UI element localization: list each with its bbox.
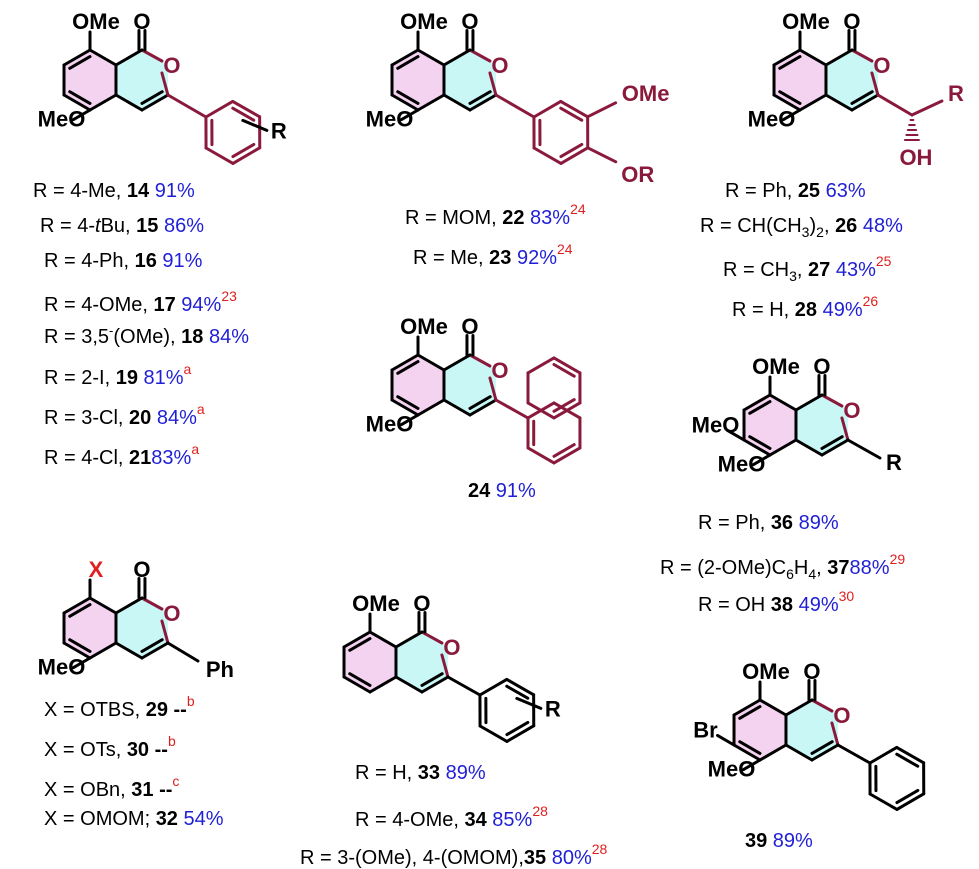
methoxy-group: MeO xyxy=(718,452,766,477)
methoxy-group: MeO xyxy=(38,107,86,132)
ring-oxygen: O xyxy=(491,358,508,383)
compound-label-22: R = MOM, 22 83%24 xyxy=(405,198,586,229)
ring-oxygen: O xyxy=(163,601,180,626)
carbonyl-oxygen: O xyxy=(133,557,150,582)
compound-label-39: 39 89% xyxy=(745,830,813,852)
methoxy-group: MeO xyxy=(366,107,414,132)
compound-label-37: R = (2-OMe)C6H4, 3788%29 xyxy=(660,548,905,585)
methoxy-group: OMe xyxy=(782,9,830,34)
x-group: X xyxy=(89,557,104,582)
methoxy-group: MeO xyxy=(708,757,756,782)
compound-label-27: R = CH3, 27 43%25 xyxy=(723,250,891,287)
compound-label-30: X = OTs, 30 --b xyxy=(44,730,176,761)
or-group: OR xyxy=(621,162,654,187)
methoxy-group: MeO xyxy=(748,107,796,132)
compound-label-26: R = CH(CH3)2, 26 48% xyxy=(700,215,903,243)
ring-oxygen: O xyxy=(833,703,850,728)
methoxy-group: OMe xyxy=(400,314,448,339)
compound-label-36: R = Ph, 36 89% xyxy=(698,512,839,534)
r-group: R xyxy=(271,118,287,143)
methoxy-group: OMe xyxy=(752,354,800,379)
compound-label-31: X = OBn, 31 --c xyxy=(44,770,179,801)
compound-label-16: R = 4-Ph, 16 91% xyxy=(44,250,202,272)
compound-label-34: R = 4-OMe, 34 85%28 xyxy=(355,800,548,831)
methoxy-group: OMe xyxy=(72,9,120,34)
carbonyl-oxygen: O xyxy=(461,314,478,339)
r-group: R xyxy=(545,696,561,721)
carbonyl-oxygen: O xyxy=(843,9,860,34)
carbonyl-oxygen: O xyxy=(133,9,150,34)
carbonyl-oxygen: O xyxy=(461,9,478,34)
methoxy-group: OMe xyxy=(622,81,670,106)
compound-label-28: R = H, 28 49%26 xyxy=(732,290,878,321)
compound-label-33: R = H, 33 89% xyxy=(355,762,486,784)
compound-label-35: R = 3-(OMe), 4-(OMOM),35 80%28 xyxy=(300,838,607,869)
methoxy-group: MeO xyxy=(692,413,740,438)
methoxy-group: OMe xyxy=(352,591,400,616)
ring-oxygen: O xyxy=(163,53,180,78)
compound-label-25: R = Ph, 25 63% xyxy=(725,180,866,202)
methoxy-group: OMe xyxy=(742,659,790,684)
phenyl-group: Ph xyxy=(206,657,234,682)
carbonyl-oxygen: O xyxy=(413,591,430,616)
methoxy-group: MeO xyxy=(366,412,414,437)
compound-label-14: R = 4-Me, 14 91% xyxy=(33,180,195,202)
compound-label-20: R = 3-Cl, 20 84%a xyxy=(44,398,205,429)
compound-label-29: X = OTBS, 29 --b xyxy=(44,690,195,721)
compound-label-15: R = 4-tBu, 15 86% xyxy=(40,215,204,237)
ring-oxygen: O xyxy=(443,635,460,660)
compound-label-19: R = 2-I, 19 81%a xyxy=(44,358,191,389)
carbonyl-oxygen: O xyxy=(803,659,820,684)
r-group: R xyxy=(948,81,964,106)
methoxy-group: OMe xyxy=(400,9,448,34)
carbonyl-oxygen: O xyxy=(813,354,830,379)
compound-label-38: R = OH 38 49%30 xyxy=(698,585,854,616)
compound-label-24: 24 91% xyxy=(468,480,536,502)
hydroxyl-group: OH xyxy=(899,145,932,170)
compound-label-21: R = 4-Cl, 2183%a xyxy=(44,438,199,469)
methoxy-group: MeO xyxy=(38,655,86,680)
compound-label-17: R = 4-OMe, 17 94%23 xyxy=(44,285,237,316)
ring-oxygen: O xyxy=(843,398,860,423)
compound-label-23: R = Me, 23 92%24 xyxy=(413,238,573,269)
r-group: R xyxy=(886,450,902,475)
ring-oxygen: O xyxy=(491,53,508,78)
compound-label-18: R = 3,5-(OMe), 18 84% xyxy=(44,320,249,348)
bromo-group: Br xyxy=(693,718,718,743)
compound-label-32: X = OMOM; 32 54% xyxy=(44,808,224,830)
ring-oxygen: O xyxy=(873,53,890,78)
